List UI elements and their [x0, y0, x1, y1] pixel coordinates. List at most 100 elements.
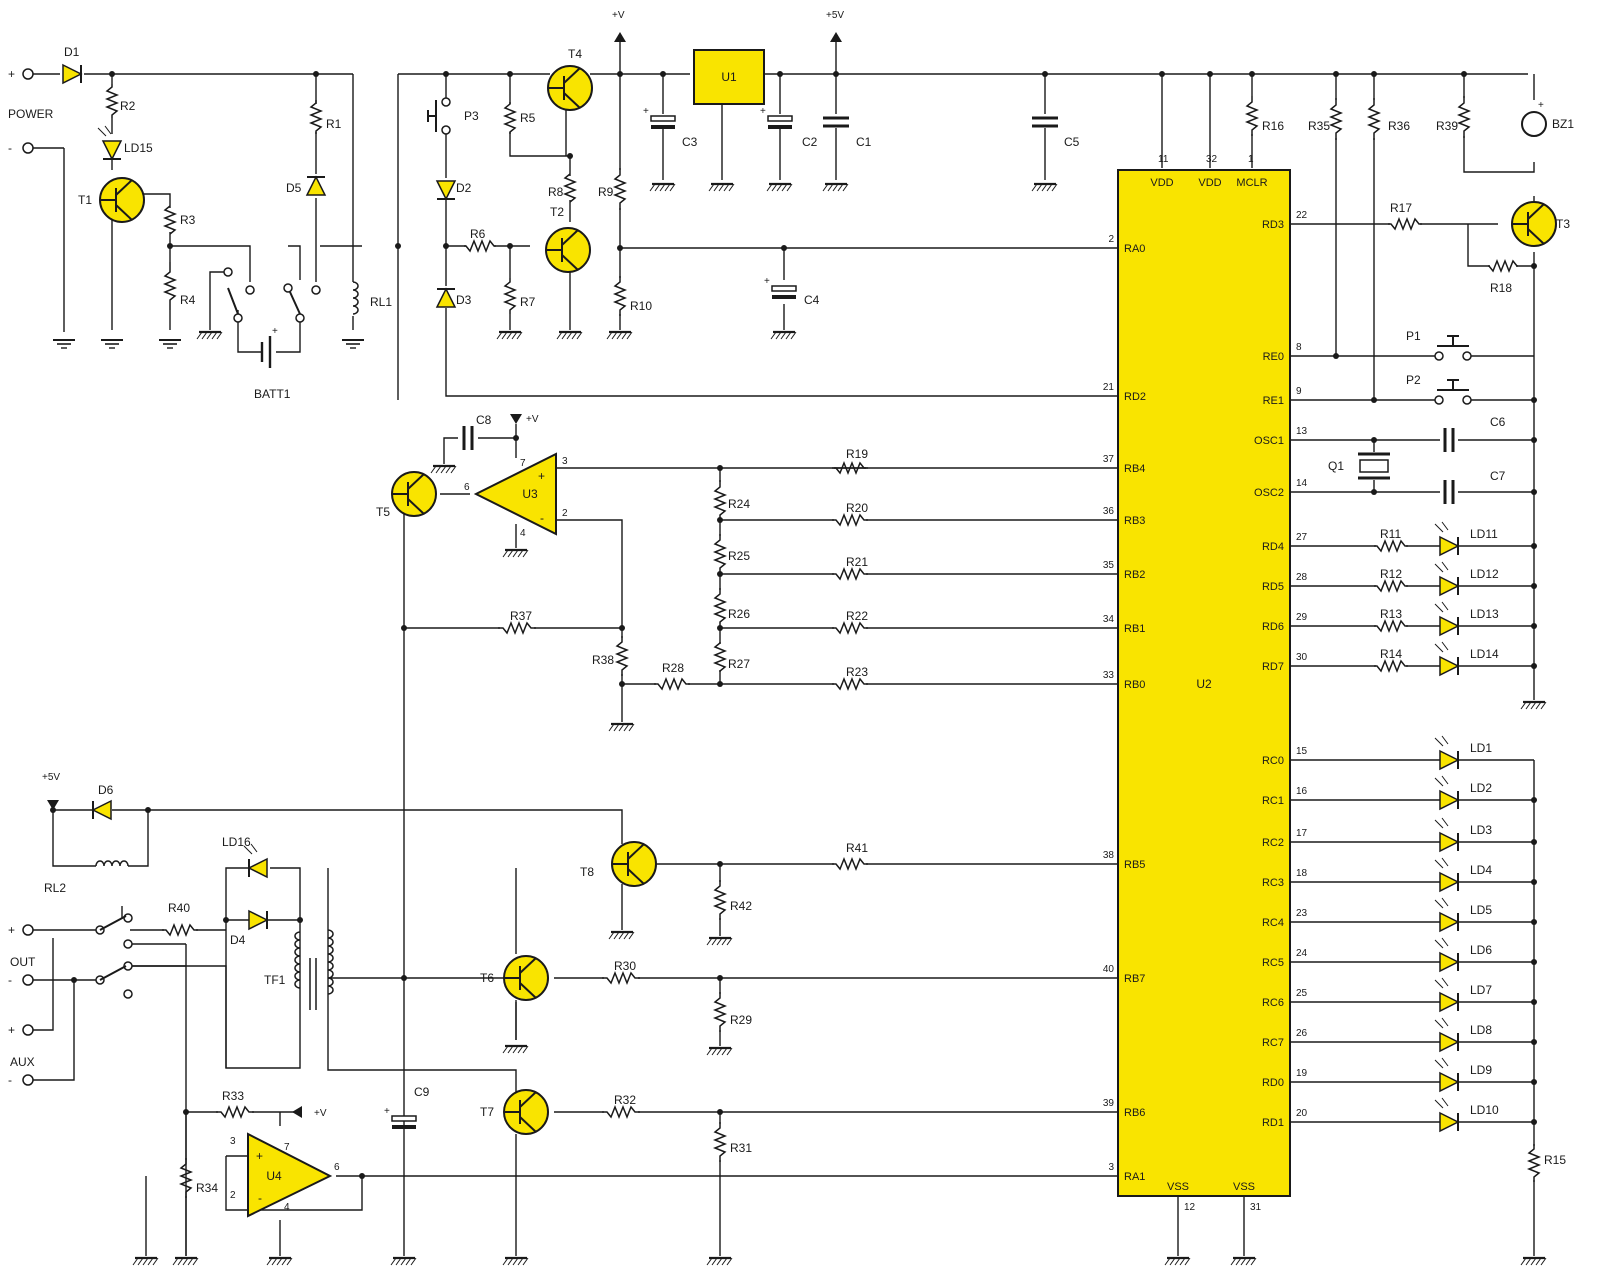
resistor-r38	[614, 636, 630, 676]
label-r37: R37	[510, 609, 532, 623]
label-d6: D6	[98, 783, 114, 797]
u4-pin-minus: 2	[230, 1190, 236, 1201]
label-rl1: RL1	[370, 295, 392, 309]
junction-dots	[50, 71, 1537, 1179]
rail-arrows	[47, 32, 842, 1118]
mcu-pin-num: 32	[1206, 154, 1218, 165]
transformer-tf1	[294, 929, 334, 1010]
label-t2: T2	[550, 205, 564, 219]
label-r13: R13	[1380, 607, 1402, 621]
transistor-t6	[503, 955, 549, 1001]
label-rl2: RL2	[44, 881, 66, 895]
u4-pin-gnd: 4	[284, 1202, 290, 1213]
label-p3: P3	[464, 109, 479, 123]
c2-plus: +	[760, 106, 766, 117]
label-r3: R3	[180, 213, 196, 227]
opamp-u4-name: U4	[266, 1169, 282, 1183]
mcu-pin-name: VSS	[1233, 1181, 1255, 1193]
label-bz1: BZ1	[1552, 117, 1574, 131]
label-tf1: TF1	[264, 973, 286, 987]
batt1-plus: +	[272, 326, 278, 337]
label-r34: R34	[196, 1181, 218, 1195]
mcu-pin-name: RB1	[1124, 623, 1145, 635]
mcu-pin-name: VDD	[1198, 177, 1221, 189]
mcu-pin-num: 21	[1103, 382, 1115, 393]
label-batt1: BATT1	[254, 387, 291, 401]
label-r27: R27	[728, 657, 750, 671]
diode-ld15	[101, 140, 123, 161]
transistor-t8	[611, 841, 657, 887]
mcu-pin-num: 9	[1296, 386, 1302, 397]
fixed-text: POWER + - OUT + - AUX + - +V +5V +V +5V …	[8, 10, 844, 1213]
capacitor-c6	[1443, 428, 1455, 452]
resistor-r28	[654, 676, 690, 692]
ground-symbols	[52, 182, 1548, 1267]
resistor-r9	[612, 168, 628, 210]
capacitor-c7	[1443, 480, 1455, 504]
label-t5: T5	[376, 505, 390, 519]
label-r25: R25	[728, 549, 750, 563]
resistor-r27	[712, 642, 728, 672]
c9-plus: +	[384, 1106, 390, 1117]
mcu-pin-num: 23	[1296, 908, 1308, 919]
diode-ld14	[1439, 655, 1460, 677]
label-ld6: LD6	[1470, 943, 1492, 957]
mcu-pin-num: 11	[1158, 154, 1169, 165]
mcu-pin-num: 14	[1296, 478, 1308, 489]
opamp-u4	[247, 1132, 333, 1218]
rail-vplus-3: +V	[314, 1108, 327, 1119]
diode-ld4	[1439, 871, 1460, 893]
label-ld2: LD2	[1470, 781, 1492, 795]
u3-pin-out: 6	[464, 482, 470, 493]
label-r16: R16	[1262, 119, 1284, 133]
resistor-r11	[1374, 538, 1408, 554]
resistor-r29	[712, 992, 728, 1032]
mcu-pin-name: RA0	[1124, 243, 1145, 255]
mcu-pin-name: RC1	[1262, 795, 1284, 807]
buzzer-bz1: +	[1521, 100, 1547, 137]
label-c9: C9	[414, 1085, 430, 1099]
resistor-r35	[1328, 98, 1344, 140]
relay-coil-rl1	[352, 281, 359, 315]
mcu-pin-num: 25	[1296, 988, 1308, 999]
resistor-r39	[1456, 96, 1472, 138]
transistor-t2	[545, 227, 591, 273]
resistor-r25	[712, 534, 728, 574]
mcu-pin-num: 35	[1103, 560, 1115, 571]
resistor-r8	[562, 173, 578, 203]
mcu-pin-num: 26	[1296, 1028, 1308, 1039]
mcu-pin-name: RD4	[1262, 541, 1284, 553]
label-t8: T8	[580, 865, 594, 879]
label-r15: R15	[1544, 1153, 1566, 1167]
mcu-pin-name: RB5	[1124, 859, 1145, 871]
power-minus: -	[8, 141, 12, 155]
label-ld4: LD4	[1470, 863, 1492, 877]
label-r12: R12	[1380, 567, 1402, 581]
label-c1: C1	[856, 135, 872, 149]
resistor-r10	[612, 276, 628, 316]
label-r33: R33	[222, 1089, 244, 1103]
label-r10: R10	[630, 299, 652, 313]
mcu-pin-num: 31	[1250, 1202, 1262, 1213]
out-minus: -	[8, 973, 12, 987]
label-r21: R21	[846, 555, 868, 569]
label-r19: R19	[846, 447, 868, 461]
mcu-pin-name: RC0	[1262, 755, 1284, 767]
resistor-r34	[178, 1158, 194, 1198]
mcu-pin-name: RC6	[1262, 997, 1284, 1009]
u3-sym-minus: -	[540, 511, 544, 525]
label-ld13: LD13	[1470, 607, 1499, 621]
label-r4: R4	[180, 293, 196, 307]
diode-d4	[248, 909, 269, 931]
label-r29: R29	[730, 1013, 752, 1027]
diode-ld2	[1439, 789, 1460, 811]
aux-plus: +	[8, 1023, 15, 1037]
u3-pin-minus: 2	[562, 508, 568, 519]
aux-label: AUX	[10, 1055, 35, 1069]
mcu-pin-num: 38	[1103, 850, 1115, 861]
resistor-r3	[162, 205, 178, 235]
label-r31: R31	[730, 1141, 752, 1155]
capacitor-c5	[1032, 116, 1058, 128]
mcu-body	[1117, 169, 1291, 1197]
diode-ld8	[1439, 1031, 1460, 1053]
